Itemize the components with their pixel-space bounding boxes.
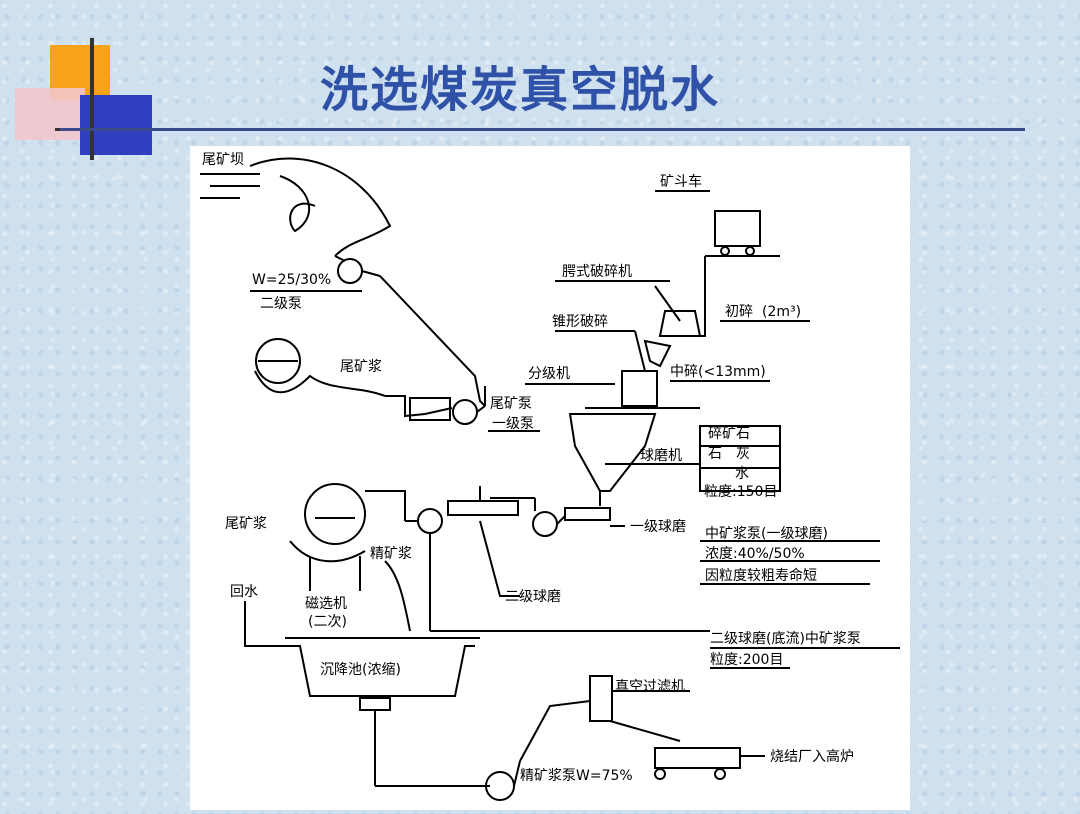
mid-pump-1 — [532, 511, 558, 537]
label-grain-150: 粒度:150目 — [704, 484, 777, 500]
process-diagram: 尾矿坝 矿斗车 W=25/30% 二级泵 腭式破碎机 初碎 (2m³) 锥形破碎… — [200, 152, 900, 801]
label-settling-tank: 沉降池(浓缩) — [320, 662, 401, 678]
logo — [0, 0, 160, 160]
classifier — [621, 370, 658, 407]
label-secondary-mill: 二级球磨 — [505, 589, 561, 605]
label-mid-crush: 中碎(<13mm) — [670, 364, 766, 380]
label-concentrate-pump: 精矿浆泵W=75% — [520, 768, 633, 784]
label-primary-crush: 初碎 — [725, 303, 753, 320]
label-grain-200: 粒度:200目 — [710, 652, 783, 668]
title-underline — [60, 128, 1025, 131]
label-concentrate-slurry: 精矿浆 — [370, 546, 412, 562]
label-magnetic-sep: 磁选机 — [305, 596, 347, 612]
label-vacuum-filter: 真空过滤机 — [615, 679, 685, 695]
mid-pump-2 — [417, 508, 443, 534]
label-sinter: 烧结厂入高炉 — [770, 748, 854, 765]
cone-crusher — [643, 339, 672, 368]
label-tail-slurry-1: 尾矿浆 — [340, 359, 382, 375]
drum-filter-1 — [255, 338, 301, 384]
label-tailing-dam: 尾矿坝 — [202, 152, 244, 168]
tailing-dam-shape — [249, 157, 392, 257]
tail-pump — [452, 399, 478, 425]
concentrate-pump — [485, 771, 515, 801]
primary-mill — [564, 507, 611, 521]
label-mid-slurry-pump: 中矿浆泵(一级球磨) — [705, 526, 828, 542]
secondary-mill — [447, 500, 519, 516]
label-primary-mill: 一级球磨 — [630, 519, 686, 535]
label-classifier: 分级机 — [528, 366, 570, 382]
diagram-panel: 尾矿坝 矿斗车 W=25/30% 二级泵 腭式破碎机 初碎 (2m³) 锥形破碎… — [190, 146, 910, 810]
mine-cart — [714, 210, 761, 247]
vacuum-filter — [589, 675, 613, 722]
label-mine-cart: 矿斗车 — [660, 173, 702, 190]
label-second-stage: (二次) — [308, 614, 347, 630]
label-cone-crush: 锥形破碎 — [552, 314, 608, 330]
label-life-note: 因粒度较粗寿命短 — [705, 567, 817, 584]
label-pump2: 二级泵 — [260, 296, 302, 312]
label-water: 水 — [735, 466, 749, 482]
belt-conveyor — [654, 747, 741, 769]
label-concentration: W=25/30% — [252, 272, 331, 288]
label-ore: 碎矿石 — [708, 426, 750, 442]
magnetic-separator — [304, 483, 366, 545]
label-secondary-mill-pump: 二级球磨(底流)中矿浆泵 — [710, 631, 861, 647]
label-primary-crush-size: (2m³) — [762, 304, 801, 320]
label-return-water: 回水 — [230, 584, 258, 600]
label-pump1: 一级泵 — [492, 416, 534, 432]
jaw-crusher — [658, 310, 702, 337]
page-title: 洗选煤炭真空脱水 — [320, 62, 721, 118]
settling-tank — [290, 645, 475, 697]
label-tail-slurry-2: 尾矿浆 — [225, 516, 267, 532]
label-lime: 石 灰 — [708, 446, 750, 462]
ball-mill-hopper — [568, 413, 657, 492]
label-tail-pump: 尾矿泵 — [490, 396, 532, 412]
label-density: 浓度:40%/50% — [705, 546, 805, 562]
label-ball-mill: 球磨机 — [640, 448, 682, 464]
label-jaw-crusher: 腭式破碎机 — [562, 264, 632, 280]
pump-2 — [337, 258, 363, 284]
